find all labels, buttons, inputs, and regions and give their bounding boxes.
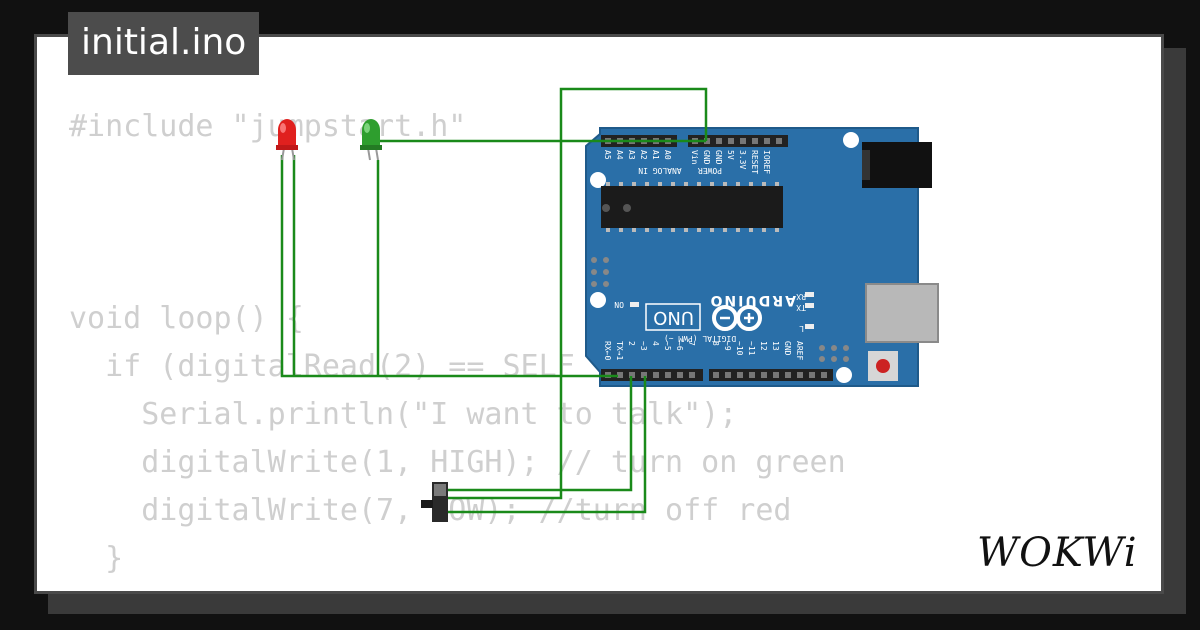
power-header <box>688 135 788 147</box>
slide-switch[interactable] <box>421 482 448 522</box>
microcontroller-chip <box>601 186 783 228</box>
pin-label: TX→1 <box>615 341 624 360</box>
pin-label: 12 <box>759 341 768 351</box>
l-led <box>805 324 814 329</box>
on-led <box>630 302 639 307</box>
switch-handle[interactable] <box>421 500 433 508</box>
code-line: if (digitalRead(2) == SELF <box>69 349 575 384</box>
pin-label: ~6 <box>675 341 684 351</box>
usb-port <box>865 283 939 343</box>
l-label: L <box>799 324 804 333</box>
digital-label: DIGITAL (PWM ~) <box>664 334 736 343</box>
pin-label: GND <box>702 150 711 165</box>
pin-label: GND <box>783 341 792 356</box>
pin-label: RESET <box>750 150 759 174</box>
pin-label: A4 <box>615 150 624 160</box>
code-line: void loop() { <box>69 301 304 336</box>
mounting-hole <box>836 367 852 383</box>
mounting-hole <box>843 132 859 148</box>
red-led[interactable] <box>276 119 298 161</box>
pin-label: 4 <box>651 341 660 346</box>
arduino-brand: ARDUINO <box>709 292 796 308</box>
pin-label: 2 <box>627 341 636 346</box>
pin-label: A2 <box>639 150 648 160</box>
pin-label: A1 <box>651 150 660 160</box>
wire-red-led <box>280 155 618 378</box>
arduino-infinity-icon <box>712 305 762 331</box>
pin-label: A3 <box>627 150 636 160</box>
wokwi-logo-text: WOKWi <box>977 530 1138 576</box>
wire-switch-gnd <box>448 87 708 500</box>
pin-label: 8 <box>711 341 720 346</box>
tx-led <box>805 303 814 308</box>
power-label: POWER <box>698 166 722 175</box>
pin-label: Vin <box>690 150 699 165</box>
uno-label: UNO <box>653 307 694 328</box>
icsp-header <box>591 257 849 362</box>
wokwi-logo: WOKWi <box>977 530 1138 576</box>
code-line: digitalWrite(1, HIGH); // turn on green <box>69 445 846 480</box>
pin-label: ~3 <box>639 341 648 351</box>
pin-label: A0 <box>663 150 672 160</box>
pin-label: A5 <box>603 150 612 160</box>
tx-label: TX <box>796 303 806 312</box>
pin-label: 3.3V <box>738 150 747 169</box>
wire-switch-pin2 <box>448 376 633 492</box>
pin-label: ~11 <box>747 341 756 356</box>
code-line: #include "jumpstart.h" <box>69 109 467 144</box>
power-jack <box>862 142 932 188</box>
code-line: Serial.println("I want to talk"); <box>69 397 738 432</box>
pin-label: GND <box>714 150 723 165</box>
file-tab[interactable]: initial.ino <box>68 12 260 75</box>
arduino-uno-board[interactable]: A5 A4 A3 A2 A1 A0 Vin GND GND 5V 3.3V RE… <box>585 127 939 387</box>
rx-label: RX <box>796 292 806 301</box>
rx-led <box>805 292 814 297</box>
mounting-hole <box>590 172 606 188</box>
code-background: #include "jumpstart.h" void loop() { if (… <box>69 103 846 583</box>
wires <box>280 87 708 514</box>
green-led[interactable] <box>360 119 382 161</box>
pin-label: AREF <box>795 341 804 360</box>
code-line: } <box>69 541 124 576</box>
mounting-hole <box>590 292 606 308</box>
pin-label: ~10 <box>735 341 744 356</box>
on-label: ON <box>614 300 624 309</box>
pin-label: 7 <box>687 341 696 346</box>
uno-box <box>645 303 701 331</box>
pin-label: 5V <box>726 150 735 160</box>
pin-label: IOREF <box>762 150 771 174</box>
pin-label: 13 <box>771 341 780 351</box>
pin-label: ~5 <box>663 341 672 351</box>
analog-in-label: ANALOG IN <box>638 166 682 175</box>
pin-label: RX←0 <box>603 341 612 360</box>
pin-label: ~9 <box>723 341 732 351</box>
wire-switch-vcc <box>448 376 647 514</box>
